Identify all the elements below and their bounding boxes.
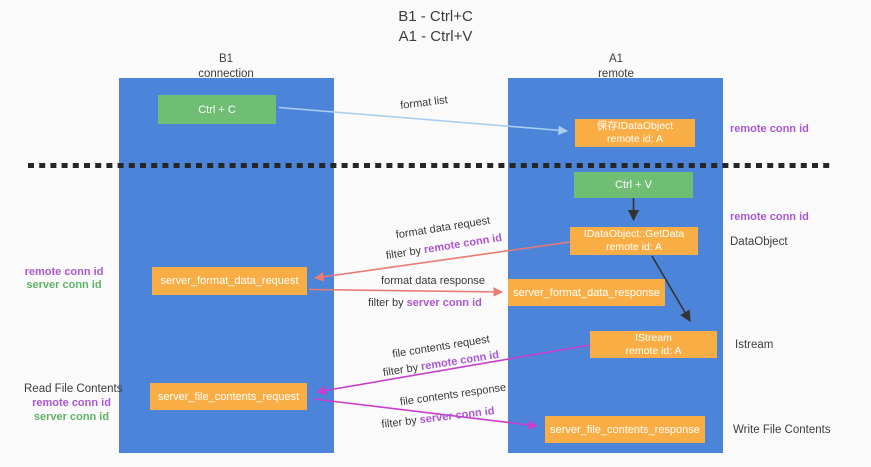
label-left1-remote-conn-id: remote conn id bbox=[24, 266, 104, 278]
node-file-response-label: server_file_contents_response bbox=[550, 423, 700, 436]
label-write-file-contents: Write File Contents bbox=[733, 424, 831, 436]
node-file-request-label: server_file_contents_request bbox=[157, 390, 300, 403]
right-column-header: A1 remote bbox=[551, 52, 681, 82]
node-getdata-line1: IDataObject::GetData bbox=[583, 228, 685, 240]
arrow-format-data-response bbox=[308, 287, 503, 297]
node-istream-line2: remote id: A bbox=[625, 344, 682, 357]
title-line-1: B1 - Ctrl+C bbox=[398, 8, 473, 25]
node-save-idataobject: 保存IDataObject remote id: A bbox=[575, 119, 695, 147]
arrow-file-contents-response bbox=[313, 398, 538, 430]
filter-by-text-2: filter by bbox=[368, 297, 407, 309]
node-format-request-label: server_format_data_request bbox=[160, 275, 299, 287]
diagram-title: B1 - Ctrl+C A1 - Ctrl+V bbox=[0, 7, 871, 47]
left-conn-id-group-2: Read File Contents remote conn id server… bbox=[24, 382, 123, 424]
filter-key-server-1: server conn id bbox=[406, 297, 482, 309]
left-conn-id-group-1: remote conn id server conn id bbox=[22, 266, 106, 292]
node-save-idataobject-line2: remote id: A bbox=[606, 133, 664, 145]
node-server-file-contents-request: server_file_contents_request bbox=[150, 383, 307, 410]
node-ctrl-c-label: Ctrl + C bbox=[198, 103, 236, 116]
arrow-format-list bbox=[278, 106, 568, 136]
node-ctrl-c: Ctrl + C bbox=[158, 95, 276, 124]
node-server-format-data-response: server_format_data_response bbox=[508, 279, 665, 306]
right-column-name: A1 bbox=[608, 53, 624, 65]
label-format-data-response: format data response bbox=[381, 275, 485, 287]
node-format-response-label: server_format_data_response bbox=[513, 286, 660, 299]
label-left1-server-conn-id: server conn id bbox=[26, 279, 102, 291]
node-getdata-line2: remote id: A bbox=[605, 241, 663, 253]
left-column-header: B1 connection bbox=[161, 52, 291, 82]
node-istream-line1: IStream bbox=[635, 331, 672, 344]
node-ctrl-v-label: Ctrl + V bbox=[615, 179, 652, 191]
left-column-role: connection bbox=[198, 68, 254, 80]
label-left2-remote-conn-id: remote conn id bbox=[32, 397, 111, 409]
arrow-format-data-request bbox=[314, 241, 571, 282]
label-dataobject: DataObject bbox=[730, 236, 788, 248]
node-server-file-contents-response: server_file_contents_response bbox=[545, 416, 705, 443]
node-istream: IStream remote id: A bbox=[590, 331, 717, 358]
arrow-file-contents-request bbox=[316, 344, 591, 396]
node-save-idataobject-line1: 保存IDataObject bbox=[596, 120, 674, 132]
label-remote-conn-id-top: remote conn id bbox=[730, 123, 809, 135]
node-ctrl-v: Ctrl + V bbox=[574, 172, 693, 198]
left-column-name: B1 bbox=[218, 53, 234, 65]
node-server-format-data-request: server_format_data_request bbox=[152, 267, 307, 295]
label-left2-server-conn-id: server conn id bbox=[33, 411, 110, 423]
title-line-2: A1 - Ctrl+V bbox=[398, 28, 473, 45]
label-istream: Istream bbox=[735, 339, 774, 351]
right-column-role: remote bbox=[598, 68, 634, 80]
label-remote-conn-id-mid: remote conn id bbox=[730, 211, 809, 223]
label-read-file-contents: Read File Contents bbox=[24, 383, 123, 395]
arrow-getdata-to-istream bbox=[651, 255, 691, 322]
node-idataobject-getdata: IDataObject::GetData remote id: A bbox=[570, 227, 698, 255]
label-filter-server-1: filter by server conn id bbox=[360, 297, 490, 309]
